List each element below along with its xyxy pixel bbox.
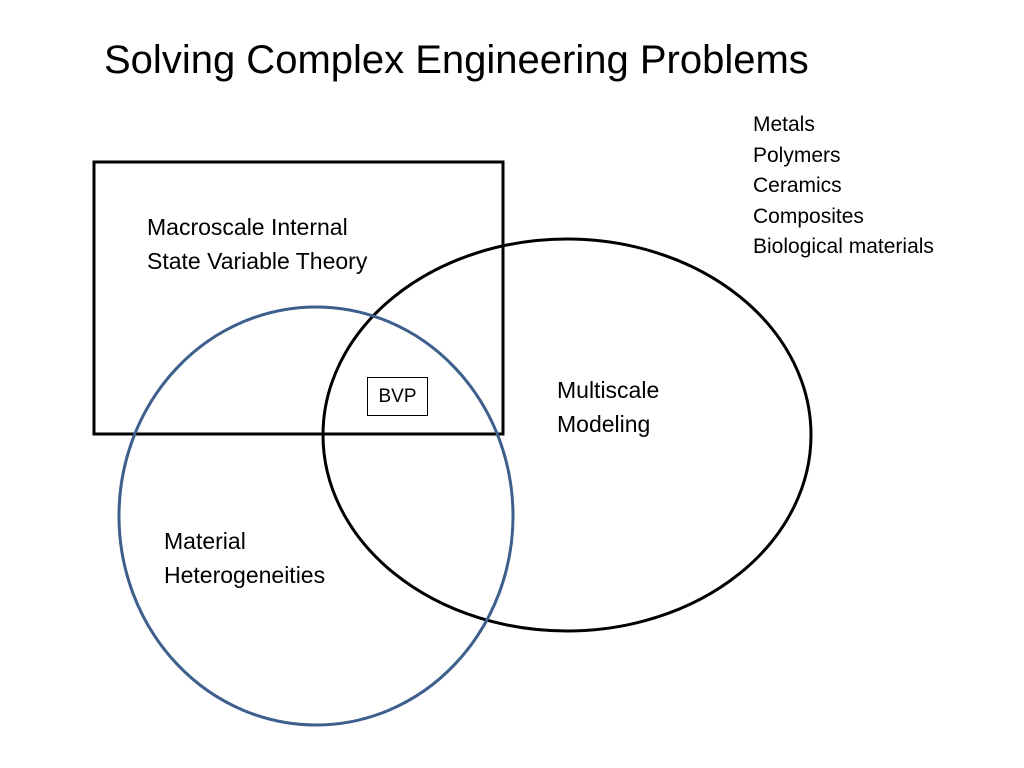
macroscale-label-line: Macroscale Internal [147,214,348,240]
materials-list: Metals Polymers Ceramics Composites Biol… [753,110,934,263]
multiscale-ellipse [321,237,813,633]
material-item: Polymers [753,143,841,167]
material-item: Metals [753,113,815,136]
multiscale-label-line: Modeling [557,411,651,437]
slide-title: Solving Complex Engineering Problems [104,38,809,82]
heterogeneities-label-line: Material [164,528,246,554]
heterogeneities-label-line: Heterogeneities [164,562,326,588]
heterogeneities-label: Material Heterogeneities [164,524,325,592]
bvp-box: BVP [367,377,428,416]
macroscale-rectangle [92,160,505,436]
material-item: Ceramics [753,174,842,198]
heterogeneity-circle [117,305,515,727]
material-item: Composites [753,204,864,228]
macroscale-label: Macroscale Internal State Variable Theor… [147,210,367,278]
multiscale-label-line: Multiscale [557,377,660,403]
multiscale-label: Multiscale Modeling [557,373,659,441]
material-item: Biological materials [753,235,934,259]
macroscale-label-line: State Variable Theory [147,248,368,274]
